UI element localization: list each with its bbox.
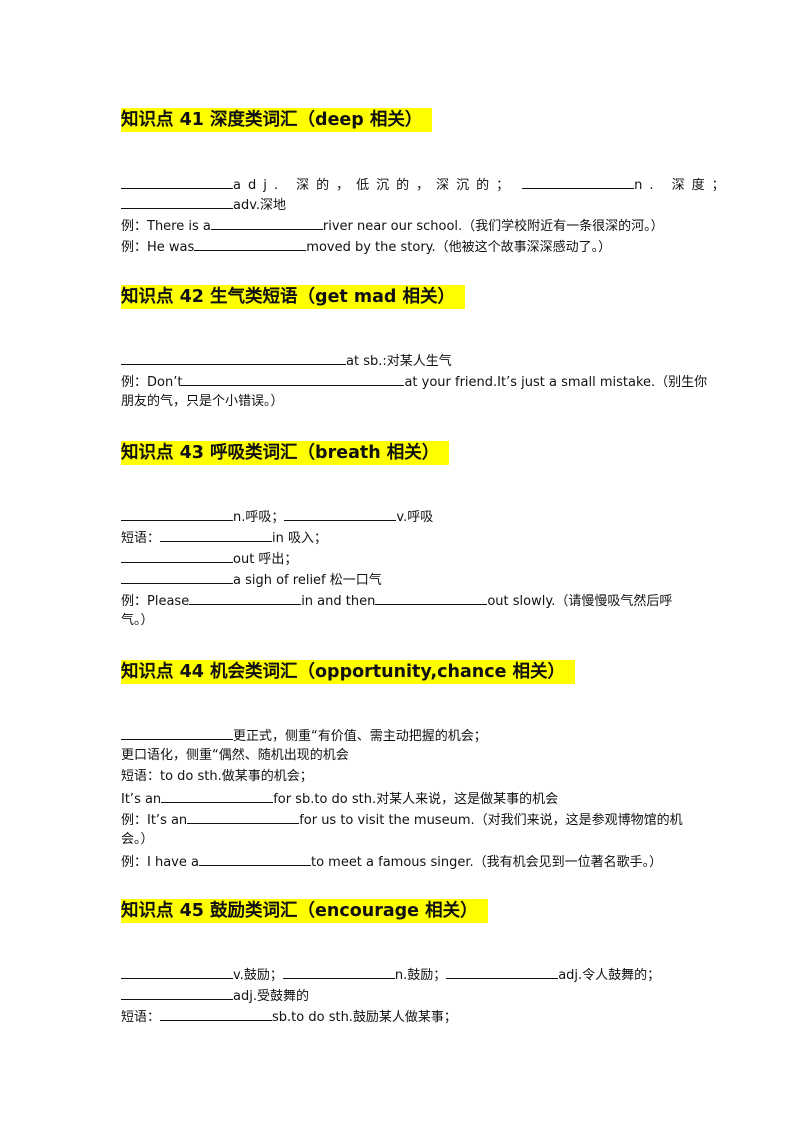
fill-blank[interactable]	[187, 811, 300, 824]
fill-blank[interactable]	[189, 592, 302, 605]
fill-blank[interactable]	[284, 508, 397, 521]
fill-blank[interactable]	[522, 176, 635, 189]
fill-blank[interactable]	[194, 238, 307, 251]
section-45-line-1: v.鼓励；n.鼓励；adj.令人鼓舞的；	[121, 966, 660, 984]
section-42-line-1: at sb.:对某人生气	[121, 352, 452, 370]
fill-blank[interactable]	[121, 987, 233, 1000]
section-43-line-4: a sigh of relief 松一口气	[121, 571, 382, 589]
fill-blank[interactable]	[160, 1008, 273, 1021]
fill-blank[interactable]	[121, 196, 233, 209]
fill-blank[interactable]	[121, 352, 346, 365]
section-44-example-1-cont: 会。）	[121, 832, 154, 847]
section-42-example-1-cont: 朋友的气，只是个小错误。）	[121, 394, 284, 409]
section-44-line-1: 更正式，侧重“有价值、需主动把握的机会；	[121, 727, 487, 745]
section-45-heading: 知识点 45 鼓励类词汇（encourage 相关）	[121, 899, 488, 923]
fill-blank[interactable]	[446, 966, 559, 979]
fill-blank[interactable]	[210, 217, 323, 230]
section-41-line-1: adj. 深的，低沉的，深沉的；n. 深度；	[121, 176, 732, 194]
fill-blank[interactable]	[375, 592, 488, 605]
section-43-heading: 知识点 43 呼吸类词汇（breath 相关）	[121, 441, 450, 465]
section-44-line-2: 更口语化，侧重“偶然、随机出现的机会	[121, 748, 349, 763]
fill-blank[interactable]	[182, 373, 405, 386]
fill-blank[interactable]	[160, 529, 273, 542]
fill-blank[interactable]	[121, 550, 233, 563]
section-45-line-3: 短语：sb.to do sth.鼓励某人做某事；	[121, 1008, 457, 1025]
section-42-heading: 知识点 42 生气类短语（get mad 相关）	[121, 285, 466, 309]
section-45-line-2: adj.受鼓舞的	[121, 987, 309, 1005]
fill-blank[interactable]	[198, 853, 311, 866]
fill-blank[interactable]	[121, 966, 233, 979]
fill-blank[interactable]	[121, 571, 233, 584]
fill-blank[interactable]	[282, 966, 395, 979]
section-43-line-1: n.呼吸；v.呼吸	[121, 508, 433, 526]
section-44-line-3: 短语：to do sth.做某事的机会；	[121, 769, 313, 784]
fill-blank[interactable]	[161, 790, 274, 803]
fill-blank[interactable]	[121, 508, 233, 521]
section-43-line-2: 短语：in 吸入；	[121, 529, 327, 546]
fill-blank[interactable]	[121, 176, 233, 189]
section-43-example-1-cont: 气。）	[121, 613, 154, 628]
section-41-heading: 知识点 41 深度类词汇（deep 相关）	[121, 108, 433, 132]
section-44-heading: 知识点 44 机会类词汇（opportunity,chance 相关）	[121, 660, 576, 684]
section-41-line-2: adv.深地	[121, 196, 286, 214]
section-43-line-3: out 呼出；	[121, 550, 297, 568]
fill-blank[interactable]	[121, 727, 233, 740]
